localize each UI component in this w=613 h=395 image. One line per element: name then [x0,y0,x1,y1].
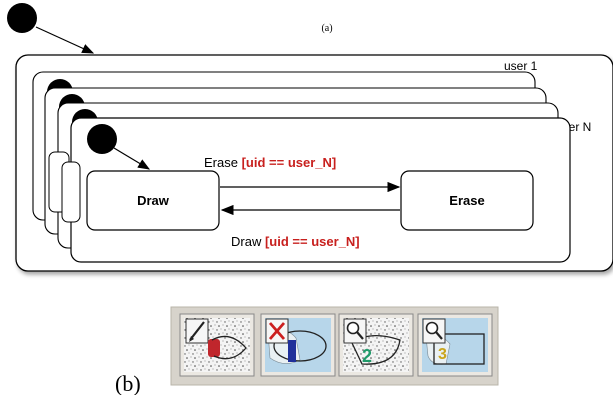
toolbar-button-zoom-3[interactable]: 3 [417,313,493,377]
erase-event-text: Erase [204,155,238,170]
toolbar-button-erase[interactable] [260,313,336,377]
draw-transition-label: Draw [uid == user_N] [231,234,360,249]
magnifier-zoom-icon [425,321,443,340]
initial-state-dot [7,3,37,33]
erase-overlay-mark [288,340,296,362]
hidden-state-edge [61,161,81,223]
toolbar-button-zoom-2[interactable]: 2 [338,313,414,377]
part-a-label: (a) [321,23,332,34]
erase-state [400,170,534,231]
erase-x-icon [268,322,286,340]
zoom-3-overlay: 3 [438,346,447,363]
front-initial-arrow [113,147,151,170]
draw-state [86,170,220,231]
pencil-draw-icon [189,321,205,342]
toolbar-button-draw[interactable] [179,313,255,377]
erase-state-label: Erase [449,193,484,208]
part-b-label: (b) [115,371,141,395]
erase-guard-text: [uid == user_N] [242,155,337,170]
magnifier-zoom-icon [346,321,364,340]
zoom-2-overlay: 2 [362,346,372,366]
draw-guard-text: [uid == user_N] [265,234,360,249]
draw-overlay-mark [208,339,220,357]
toolbar: 2 3 [170,306,499,386]
erase-transition-label: Erase [uid == user_N] [204,155,336,170]
user-first-label: user 1 [504,59,538,73]
front-initial-dot [87,124,117,154]
draw-event-text: Draw [231,234,262,249]
draw-state-label: Draw [137,193,170,208]
initial-transition-arrow [35,26,95,54]
